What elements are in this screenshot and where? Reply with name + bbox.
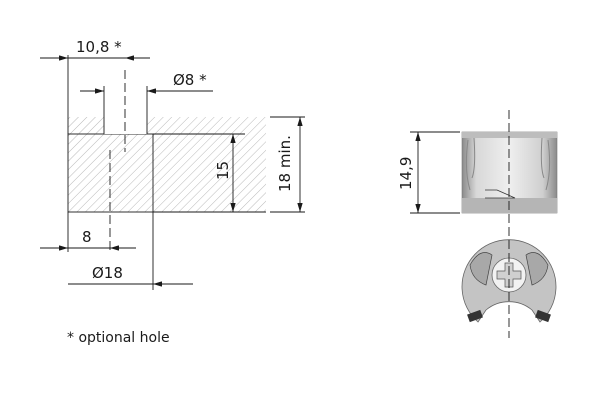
bore-label: Ø18	[92, 264, 123, 282]
dimension-bore: Ø18	[68, 212, 193, 290]
dimension-height: 14,9	[397, 131, 460, 214]
dimension-pilot-hole: Ø8 *	[80, 71, 213, 117]
dimension-panel-thickness: 18 min.	[270, 116, 305, 213]
panel-section	[67, 70, 266, 252]
depth-label: 15	[214, 161, 232, 180]
pilot-hole-label: Ø8 *	[173, 71, 207, 89]
housing-side-view	[461, 131, 558, 214]
dimension-depth: 15	[214, 134, 236, 212]
offset-label: 10,8 *	[76, 38, 122, 56]
height-label: 14,9	[397, 157, 415, 190]
dimension-edge: 8	[40, 212, 136, 252]
footnote: * optional hole	[67, 330, 170, 346]
edge-label: 8	[82, 228, 92, 246]
panel-thickness-label: 18 min.	[276, 135, 294, 192]
dimension-offset: 10,8 *	[40, 38, 150, 117]
